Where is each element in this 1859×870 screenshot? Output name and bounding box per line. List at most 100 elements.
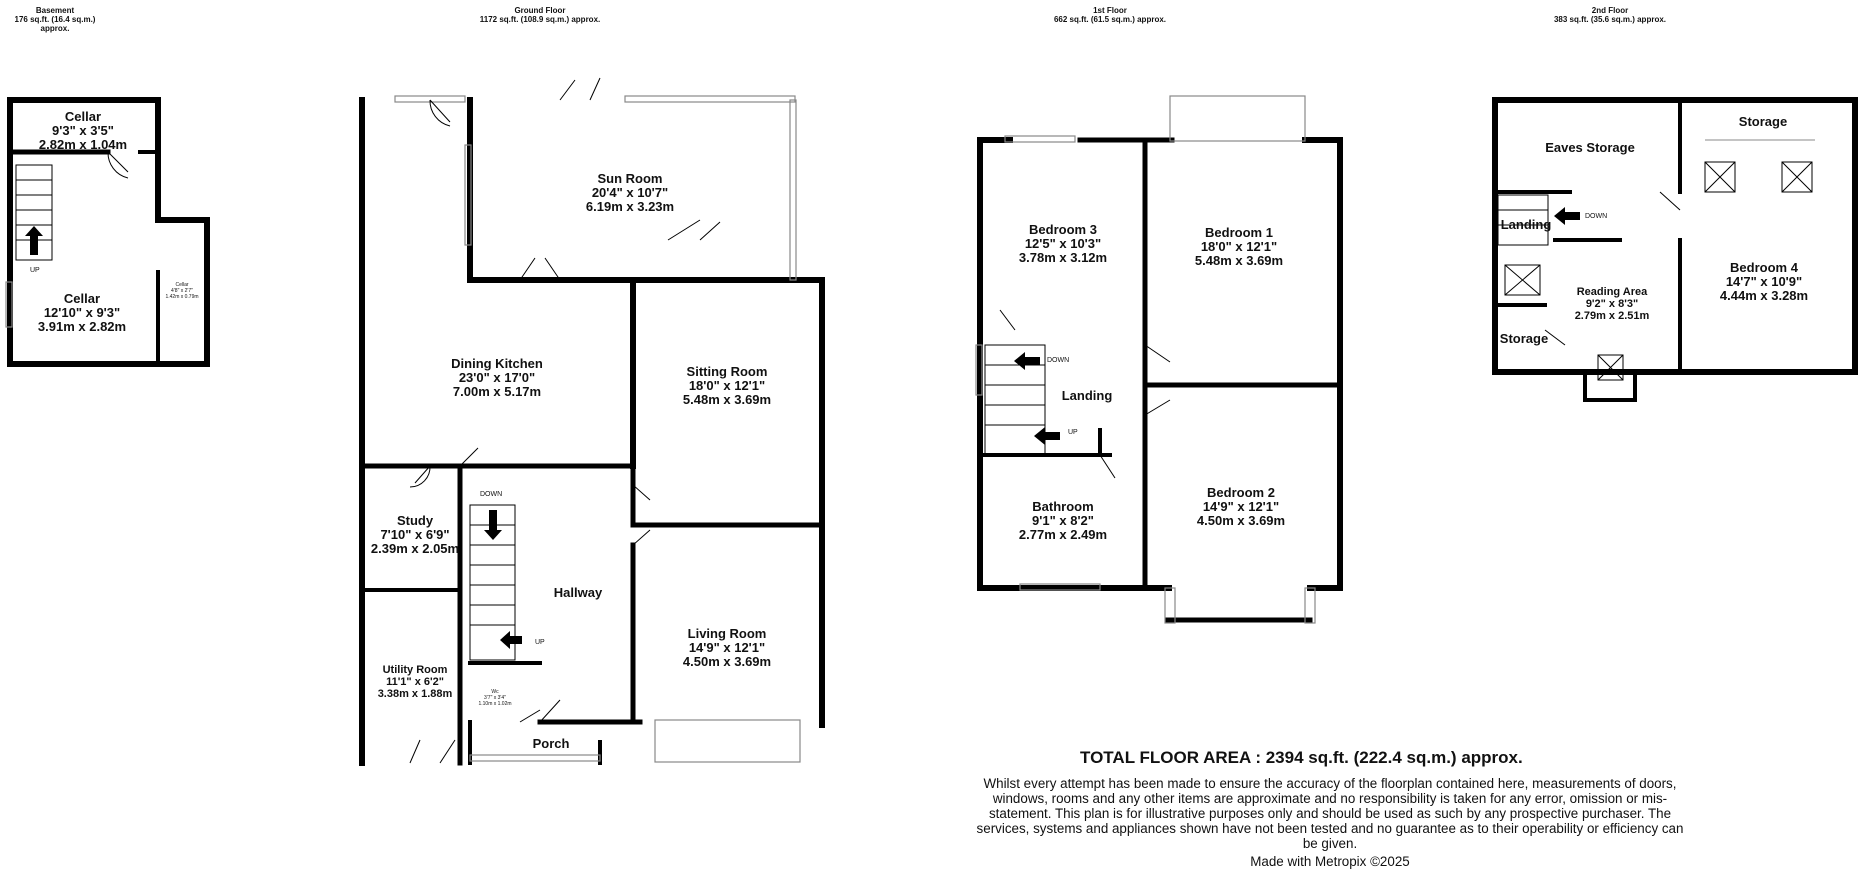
room-name: Sitting Room <box>686 364 768 379</box>
room-size-imperial: 11'1" x 6'2" <box>386 676 444 688</box>
room-name: Bedroom 1 <box>1205 225 1273 240</box>
room-bedroom-3: Bedroom 3 12'5" x 10'3" 3.78m x 3.12m <box>1019 223 1107 265</box>
stair-down-label: DOWN <box>1585 213 1608 220</box>
room-size-metric: 4.44m x 3.28m <box>1719 288 1809 303</box>
made-with-credit: Made with Metropix ©2025 <box>1250 854 1410 869</box>
basement-header: Basement 176 sq.ft. (16.4 sq.m.) approx. <box>0 6 110 33</box>
second-floor-area: 383 sq.ft. (35.6 sq.m.) approx. <box>1553 15 1667 24</box>
room-sitting-room: Sitting Room 18'0" x 12'1" 5.48m x 3.69m <box>683 365 771 407</box>
room-name: Cellar <box>63 291 101 306</box>
room-size-imperial: 4'8" x 2'7" <box>171 288 193 294</box>
room-size-imperial: 18'0" x 12'1" <box>1200 239 1278 254</box>
room-name: Sun Room <box>597 171 663 186</box>
basement-area: 176 sq.ft. (16.4 sq.m.) approx. <box>14 15 96 33</box>
room-size-imperial: 14'9" x 12'1" <box>1202 499 1280 514</box>
room-name: Storage <box>1738 114 1788 129</box>
room-name: Hallway <box>553 585 603 600</box>
room-study: Study 7'10" x 6'9" 2.39m x 2.05m <box>371 514 459 556</box>
room-sun-room: Sun Room 20'4" x 10'7" 6.19m x 3.23m <box>586 172 674 214</box>
room-size-metric: 1.10m x 1.02m <box>478 701 512 707</box>
room-size-metric: 3.78m x 3.12m <box>1018 250 1108 265</box>
basement-walls <box>7 97 210 367</box>
room-size-metric: 4.50m x 3.69m <box>682 654 772 669</box>
room-name: Reading Area <box>1576 286 1648 298</box>
room-name: Storage <box>1499 331 1549 346</box>
room-eaves-storage: Eaves Storage <box>1545 141 1635 155</box>
room-storage-top: Storage <box>1739 115 1787 129</box>
room-bedroom-1: Bedroom 1 18'0" x 12'1" 5.48m x 3.69m <box>1195 226 1283 268</box>
room-size-imperial: 12'10" x 9'3" <box>43 305 121 320</box>
stair-up-label: UP <box>1068 429 1078 436</box>
stair-arrows <box>25 207 1580 649</box>
room-living-room: Living Room 14'9" x 12'1" 4.50m x 3.69m <box>683 627 771 669</box>
room-bedroom-4: Bedroom 4 14'7" x 10'9" 4.44m x 3.28m <box>1720 261 1808 303</box>
room-size-metric: 2.82m x 1.04m <box>38 137 128 152</box>
room-size-metric: 3.91m x 2.82m <box>37 319 127 334</box>
disclaimer-text: Whilst every attempt has been made to en… <box>976 776 1684 851</box>
room-name: Cellar <box>64 109 102 124</box>
room-size-imperial: 9'1" x 8'2" <box>1032 513 1094 528</box>
room-landing-second: Landing <box>1501 218 1552 232</box>
room-size-imperial: 9'3" x 3'5" <box>52 123 114 138</box>
room-utility-room: Utility Room 11'1" x 6'2" 3.38m x 1.88m <box>378 664 453 700</box>
room-size-metric: 3.38m x 1.88m <box>377 688 453 700</box>
skylights <box>1504 139 1815 381</box>
first-floor-header: 1st Floor 662 sq.ft. (61.5 sq.m.) approx… <box>1010 6 1210 24</box>
room-name: Eaves Storage <box>1545 140 1635 155</box>
windows <box>5 95 1316 763</box>
stair-down-label: DOWN <box>1047 357 1070 364</box>
room-name: Bedroom 4 <box>1730 260 1798 275</box>
room-name: Wc <box>491 689 499 695</box>
room-size-imperial: 3'7" x 3'4" <box>484 695 506 701</box>
room-name: Landing <box>1061 388 1113 403</box>
doors <box>107 77 1681 764</box>
stair-up-label: UP <box>30 267 40 274</box>
room-size-metric: 2.77m x 2.49m <box>1018 527 1108 542</box>
room-size-imperial: 7'10" x 6'9" <box>380 527 450 542</box>
room-size-metric: 1.42m x 0.79m <box>165 294 199 300</box>
room-cellar-main: Cellar 12'10" x 9'3" 3.91m x 2.82m <box>38 292 126 334</box>
room-size-imperial: 18'0" x 12'1" <box>688 378 766 393</box>
total-floor-area: TOTAL FLOOR AREA : 2394 sq.ft. (222.4 sq… <box>1080 748 1523 767</box>
second-floor-title: 2nd Floor <box>1591 6 1629 15</box>
room-size-imperial: 14'9" x 12'1" <box>688 640 766 655</box>
room-name: Bedroom 2 <box>1207 485 1275 500</box>
room-size-imperial: 12'5" x 10'3" <box>1024 236 1102 251</box>
ground-floor-walls <box>359 97 825 766</box>
room-cellar-top: Cellar 9'3" x 3'5" 2.82m x 1.04m <box>39 110 127 152</box>
room-size-imperial: 23'0" x 17'0" <box>458 370 536 385</box>
room-dining-kitchen: Dining Kitchen 23'0" x 17'0" 7.00m x 5.1… <box>451 357 543 399</box>
room-hallway: Hallway <box>554 586 602 600</box>
room-size-metric: 6.19m x 3.23m <box>585 199 675 214</box>
room-size-metric: 2.39m x 2.05m <box>370 541 460 556</box>
ground-floor-area: 1172 sq.ft. (108.9 sq.m.) approx. <box>479 15 601 24</box>
room-name: Bathroom <box>1032 499 1094 514</box>
room-name: Porch <box>532 736 570 751</box>
room-bedroom-2: Bedroom 2 14'9" x 12'1" 4.50m x 3.69m <box>1197 486 1285 528</box>
room-size-metric: 4.50m x 3.69m <box>1196 513 1286 528</box>
room-size-imperial: 9'2" x 8'3" <box>1585 298 1639 310</box>
room-name: Bedroom 3 <box>1029 222 1097 237</box>
room-size-imperial: 20'4" x 10'7" <box>591 185 669 200</box>
room-storage-side: Storage <box>1500 332 1548 346</box>
stairs <box>15 164 1549 661</box>
second-floor-header: 2nd Floor 383 sq.ft. (35.6 sq.m.) approx… <box>1510 6 1710 24</box>
second-floor-walls <box>1492 97 1858 402</box>
room-size-metric: 2.79m x 2.51m <box>1574 310 1650 322</box>
ground-floor-header: Ground Floor 1172 sq.ft. (108.9 sq.m.) a… <box>440 6 640 24</box>
room-porch: Porch <box>533 737 570 751</box>
ground-floor-title: Ground Floor <box>514 6 566 15</box>
room-size-imperial: 14'7" x 10'9" <box>1725 274 1803 289</box>
room-name: Utility Room <box>382 664 448 676</box>
room-reading-area: Reading Area 9'2" x 8'3" 2.79m x 2.51m <box>1575 286 1650 322</box>
room-size-metric: 7.00m x 5.17m <box>452 384 542 399</box>
stair-up-label: UP <box>535 639 545 646</box>
room-wc: Wc 3'7" x 3'4" 1.10m x 1.02m <box>478 689 511 707</box>
first-floor-title: 1st Floor <box>1093 6 1127 15</box>
room-name: Study <box>396 513 434 528</box>
room-cellar-small: Cellar 4'8" x 2'7" 1.42m x 0.79m <box>165 282 198 300</box>
basement-title: Basement <box>35 6 75 15</box>
room-name: Living Room <box>687 626 767 641</box>
room-landing-first: Landing <box>1062 389 1113 403</box>
